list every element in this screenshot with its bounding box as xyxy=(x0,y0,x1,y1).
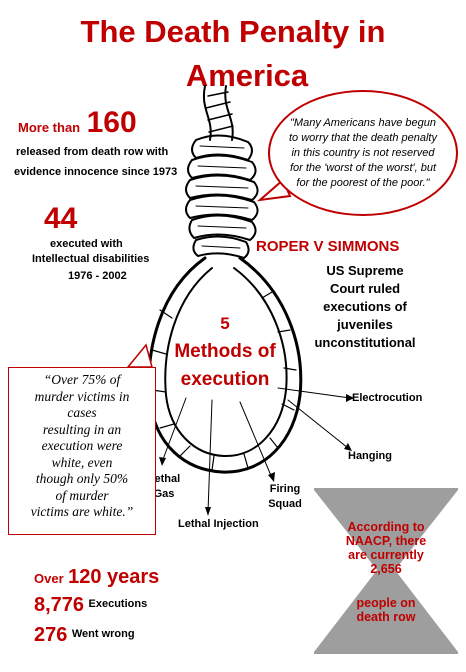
rope-top xyxy=(202,85,212,141)
label-lethal-gas-line2: Gas xyxy=(153,488,175,500)
stat-disabilities-line2: Intellectual disabilities xyxy=(32,253,150,265)
label-electrocution: Electrocution xyxy=(352,392,423,404)
naacp-line2: NAACP, there xyxy=(345,534,427,548)
naacp-line6: death row xyxy=(356,610,416,624)
stat-years-prefix: Over xyxy=(34,571,64,586)
stat-disabilities-number: 44 xyxy=(44,202,78,235)
quote-victims-line8: of murder xyxy=(55,487,109,503)
stat-exonerated-line1: released from death row with xyxy=(16,146,169,158)
stat-exonerated-prefix: More than xyxy=(18,120,81,135)
case-ruling: US Supreme Court ruled executions of juv… xyxy=(300,262,430,352)
naacp-text-bottom: people on death row xyxy=(322,596,450,624)
naacp-line4: 2,656 xyxy=(370,562,402,576)
noose-loop-outer xyxy=(147,256,303,474)
naacp-text-top: According to NAACP, there are currently … xyxy=(322,520,450,576)
label-hanging: Hanging xyxy=(348,450,392,462)
naacp-line5: people on xyxy=(356,596,416,610)
label-firing-squad: Firing Squad xyxy=(262,482,308,512)
quote-box-victims: “Over 75% of murder victims in cases res… xyxy=(8,367,156,535)
hourglass-shape xyxy=(314,488,458,654)
stat-went-wrong-number: 276 xyxy=(34,624,68,646)
stat-executions: 8,776 Executions xyxy=(34,594,147,617)
stat-years-value: 120 years xyxy=(68,566,160,588)
noose-loop-inner xyxy=(164,267,288,458)
stat-exonerated-number: 160 xyxy=(86,106,137,139)
stat-disabilities-years: 1976 - 2002 xyxy=(68,270,127,282)
case-ruling-line5: unconstitutional xyxy=(314,335,416,350)
page-title-line1: The Death Penalty in xyxy=(80,14,386,49)
stat-went-wrong-label: Went wrong xyxy=(71,628,135,640)
naacp-line3: are currently xyxy=(348,548,424,562)
case-ruling-line1: US Supreme xyxy=(326,263,404,278)
stat-went-wrong: 276 Went wrong xyxy=(34,624,135,647)
quote-victims-line7: though only 50% xyxy=(35,471,129,486)
quote-victims-line4: resulting in an xyxy=(42,421,122,437)
quote-victims-line5: execution were xyxy=(41,438,123,453)
stat-executions-label: Executions xyxy=(88,598,148,610)
stat-disabilities-line1: executed with xyxy=(50,238,123,250)
case-ruling-line4: juveniles xyxy=(337,317,393,332)
methods-line2: execution xyxy=(180,369,270,390)
quote-victims-line1: “Over 75% of xyxy=(43,372,121,387)
quote-victims-line2: murder victims in xyxy=(34,388,130,404)
label-lethal-injection: Lethal Injection xyxy=(178,518,259,530)
label-firing-squad-line1: Firing xyxy=(269,483,301,495)
methods-number: 5 xyxy=(220,314,230,333)
quote-bubble-poor: "Many Americans have begun to worry that… xyxy=(268,90,458,216)
page-title-line2: America xyxy=(185,58,309,93)
methods-line1: Methods of xyxy=(174,341,276,362)
case-ruling-line3: executions of xyxy=(323,299,407,314)
quote-poor-text: "Many Americans have begun to worry that… xyxy=(289,116,437,189)
label-firing-squad-line2: Squad xyxy=(268,498,302,510)
stat-years: Over 120 years xyxy=(34,566,159,589)
quote-victims-line3: cases xyxy=(67,405,97,420)
naacp-line1: According to xyxy=(347,520,425,534)
case-name: ROPER V SIMMONS xyxy=(256,238,400,255)
quote-victims-line6: white, even xyxy=(51,454,113,470)
stat-exonerated: More than 160 xyxy=(18,106,137,140)
case-ruling-line2: Court ruled xyxy=(329,281,401,296)
quote-victims-line9: victims are white.” xyxy=(30,504,134,519)
stat-executions-number: 8,776 xyxy=(34,594,85,616)
stat-exonerated-line2: evidence innocence since 1973 xyxy=(14,166,178,178)
